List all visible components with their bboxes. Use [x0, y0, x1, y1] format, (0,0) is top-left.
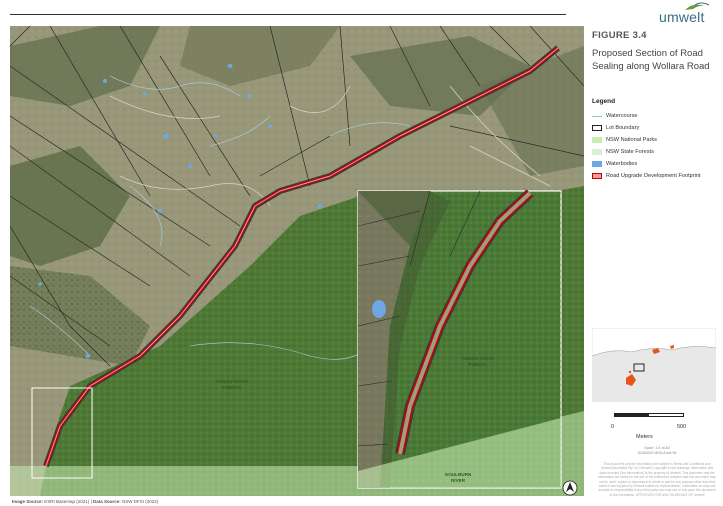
legend-item-national-parks: NSW National Parks [592, 134, 722, 146]
image-source-value: ESRI Basemap (2021) [44, 499, 90, 504]
watercourse-symbol [592, 115, 602, 117]
lot-boundary-symbol [592, 125, 602, 131]
locator-extent [633, 363, 645, 372]
scale-zero: 0 [611, 424, 615, 430]
source-separator: | [89, 499, 93, 504]
main-map[interactable]: TONGO STATE FOREST TO [10, 26, 584, 496]
north-arrow [562, 480, 578, 496]
waterbodies [38, 64, 323, 358]
legend-item-lot-boundary: Lot Boundary [592, 122, 722, 134]
figure-number: FIGURE 3.4 [592, 30, 647, 41]
forest-label-main-2: FOREST [223, 385, 242, 390]
forest-label-main-1: TONGO STATE [216, 379, 248, 384]
legend-item-watercourse: Watercourse [592, 110, 722, 122]
locator-canvas [591, 327, 717, 403]
source-credits: Image Source: ESRI Basemap (2021) | Data… [12, 499, 158, 504]
legend-label: NSW State Forests [606, 149, 654, 155]
umwelt-logo [655, 2, 717, 24]
legend: Watercourse Lot Boundary NSW National Pa… [592, 110, 722, 182]
figure-title: Proposed Section of Road Sealing along W… [592, 48, 710, 72]
logo-text: umwelt [659, 9, 705, 25]
road-footprint-symbol [592, 173, 602, 179]
watercourses [29, 75, 411, 360]
scale-note: Scale: 1:X at A4 GDA2020 MGA Zone 56 [598, 446, 716, 456]
inset-detail-panel[interactable]: TONGO STATE FOREST GOULBURN RIVER [357, 189, 562, 489]
image-source-label: Image Source: [12, 499, 44, 504]
legend-label: Waterbodies [606, 161, 638, 167]
national-parks-symbol [592, 137, 602, 143]
scale-note-line: GDA2020 MGA Zone 56 [637, 451, 677, 455]
river-label-1: GOULBURN [445, 472, 472, 477]
umwelt-logo-mark [685, 2, 710, 10]
legend-title: Legend [592, 98, 616, 105]
legend-item-waterbodies: Waterbodies [592, 158, 722, 170]
scale-bar: 0 500 Meters [606, 410, 702, 440]
legend-item-road-footprint: Road Upgrade Development Footprint [592, 170, 722, 182]
regional-locator-map [591, 327, 717, 403]
legend-item-state-forests: NSW State Forests [592, 146, 722, 158]
header-rule [10, 14, 566, 15]
legend-label: Lot Boundary [606, 125, 640, 131]
inset-locator-box [31, 387, 93, 479]
forest-label-inset-1: TONGO STATE [462, 356, 494, 361]
road-footprint-inner [45, 47, 559, 467]
scale-note-line: Scale: 1:X at A4 [644, 446, 670, 450]
data-source-value: NSW DFSI (2022) [122, 499, 159, 504]
legend-label: Road Upgrade Development Footprint [606, 173, 701, 179]
forest-label-inset-2: FOREST [469, 362, 488, 367]
figure-header: FIGURE 3.4 Proposed Section of Road Seal… [592, 30, 720, 73]
legend-label: NSW National Parks [606, 137, 657, 143]
data-source-label: Data Source: [92, 499, 121, 504]
legend-label: Watercourse [606, 113, 638, 119]
map-canvas[interactable]: TONGO STATE FOREST TO [10, 26, 584, 496]
scale-bar-graphic [614, 413, 684, 417]
scale-max: 500 [677, 424, 687, 430]
disclaimer: This document and the information are su… [598, 462, 716, 497]
waterbodies-symbol [592, 161, 602, 167]
tracks [109, 85, 551, 207]
woodland-patches [10, 26, 584, 366]
state-forests-symbol [592, 149, 602, 155]
river-label-2: RIVER [451, 478, 466, 483]
scale-unit: Meters [636, 434, 653, 440]
